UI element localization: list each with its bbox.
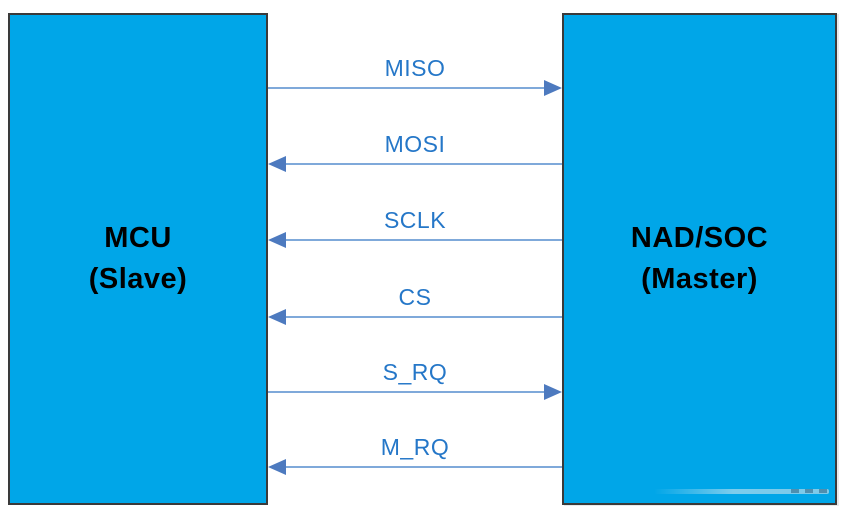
signal-wire-cs	[282, 316, 562, 318]
nad-soc-master-box: NAD/SOC (Master)	[562, 13, 837, 505]
watermark-smudge	[654, 489, 829, 494]
signal-row-cs: CS	[268, 283, 562, 325]
mcu-box-subtitle: (Slave)	[88, 263, 188, 295]
watermark-dashes	[791, 489, 799, 493]
signal-row-sclk: SCLK	[268, 206, 562, 248]
signal-label-s-rq: S_RQ	[382, 359, 448, 385]
m-rq-arrowhead-left-icon	[268, 459, 286, 475]
signal-label-cs: CS	[398, 284, 432, 310]
signal-label-sclk: SCLK	[383, 207, 447, 233]
signal-row-miso: MISO	[268, 54, 562, 96]
signal-wire-sclk	[282, 239, 562, 241]
signal-label-m-rq: M_RQ	[380, 434, 450, 460]
signal-row-s-rq: S_RQ	[268, 358, 562, 400]
signal-wire-mosi	[282, 163, 562, 165]
nad-soc-box-title: NAD/SOC	[630, 222, 769, 254]
signal-wire-m-rq	[282, 466, 562, 468]
signal-wire-miso	[268, 87, 548, 89]
miso-arrowhead-right-icon	[544, 80, 562, 96]
signal-label-miso: MISO	[384, 55, 446, 81]
mcu-slave-box: MCU (Slave)	[8, 13, 268, 505]
s-rq-arrowhead-right-icon	[544, 384, 562, 400]
signal-row-m-rq: M_RQ	[268, 433, 562, 475]
mosi-arrowhead-left-icon	[268, 156, 286, 172]
cs-arrowhead-left-icon	[268, 309, 286, 325]
signal-wire-s-rq	[268, 391, 548, 393]
sclk-arrowhead-left-icon	[268, 232, 286, 248]
signal-row-mosi: MOSI	[268, 130, 562, 172]
nad-soc-box-subtitle: (Master)	[641, 263, 758, 295]
signal-label-mosi: MOSI	[384, 131, 446, 157]
mcu-box-title: MCU	[104, 222, 172, 254]
